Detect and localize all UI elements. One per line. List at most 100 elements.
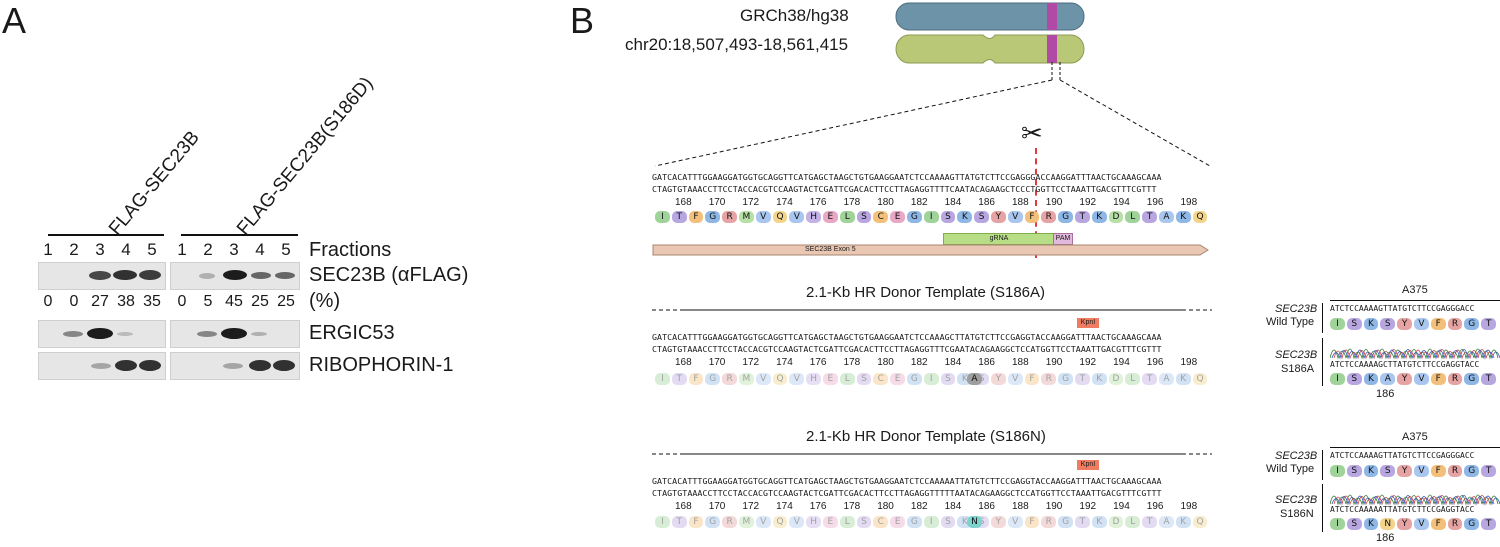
codon-number: 192 xyxy=(1079,197,1097,208)
amino-acid: T xyxy=(1075,211,1090,223)
amino-acid: A xyxy=(1159,516,1174,528)
amino-acid: F xyxy=(1024,373,1040,385)
amino-acid: Q xyxy=(772,373,788,385)
chromatogram-s186a xyxy=(1330,348,1500,360)
amino-acid: F xyxy=(1024,211,1040,223)
donor2-title: 2.1-Kb HR Donor Template (S186N) xyxy=(806,428,1046,445)
panel-b-letter: B xyxy=(570,0,595,41)
amino-acid: L xyxy=(1125,373,1141,385)
lane-number: 5 xyxy=(147,240,157,259)
codon-number: 176 xyxy=(809,197,827,208)
amino-acid: S xyxy=(940,211,956,223)
amino-acid: S xyxy=(940,516,956,528)
divider xyxy=(1322,303,1323,333)
lane-number: 1 xyxy=(43,240,53,259)
codon-number: 186 xyxy=(978,501,995,512)
amino-acid: K xyxy=(1363,373,1379,385)
amino-acid: C xyxy=(873,516,889,528)
wt-read: ATCTCCAAAAGTTATGTCTTCCGAGGGACC xyxy=(1330,451,1475,460)
amino-acid: K xyxy=(1091,211,1107,223)
amino-acid: I xyxy=(655,516,670,528)
mutant-aa-a: A xyxy=(967,373,982,385)
codon-number: 172 xyxy=(742,501,760,512)
percent-value: 35 xyxy=(143,293,161,310)
codon-number: 196 xyxy=(1146,501,1164,512)
amino-acid: G xyxy=(1058,516,1073,528)
locus-label: chr20:18,507,493-18,561,415 xyxy=(625,35,849,54)
amino-acid: H xyxy=(806,516,821,528)
codon-number: 168 xyxy=(675,357,692,368)
lane-number: 5 xyxy=(281,240,291,259)
codon-number: 198 xyxy=(1180,357,1198,368)
wt-bottom-strand: CTAGTGTAAACCTTCCTACCACGTCCAAGTACTCGATTCG… xyxy=(652,184,1157,194)
wt-read: ATCTCCAAAAGTTATGTCTTCCGAGGGACC xyxy=(1330,304,1475,313)
amino-acid: L xyxy=(1125,211,1141,223)
wild-type-label: Wild Type xyxy=(1266,463,1315,475)
chromatogram-s186n xyxy=(1330,494,1500,506)
codon-number: 174 xyxy=(776,357,793,368)
amino-acid: Y xyxy=(1397,518,1412,530)
amino-acid: F xyxy=(1430,318,1446,330)
lane-number: 4 xyxy=(121,240,131,259)
amino-acid: R xyxy=(722,516,737,528)
amino-acid: T xyxy=(671,373,687,385)
amino-acid: G xyxy=(907,516,922,528)
lane-number: 1 xyxy=(177,240,187,259)
divider xyxy=(1322,450,1323,480)
amino-acid: V xyxy=(755,373,771,385)
percent-value: 45 xyxy=(225,293,243,310)
a375-rule-2 xyxy=(1330,447,1500,448)
amino-acid: R xyxy=(1447,318,1463,330)
amino-acid: A xyxy=(1380,373,1396,385)
amino-acid: Y xyxy=(1397,373,1412,385)
gene-label: SEC23B xyxy=(1275,450,1318,462)
fractions-label: Fractions xyxy=(309,239,392,261)
kpn-site-2: KpnI xyxy=(1077,460,1099,470)
ergic53-label: ERGIC53 xyxy=(309,322,395,344)
codon-number: 178 xyxy=(843,357,861,368)
amino-acid: Y xyxy=(991,373,1006,385)
sec23b-label: SEC23B (αFLAG) xyxy=(309,264,469,286)
s186a-read: ATCTCCAAAAGCTTATGTCTTCCGAGGTACC xyxy=(1330,360,1480,369)
donor1-top-strand: GATCACATTTGGAAGGATGGTGCAGGTTCATGAGCTAAGC… xyxy=(652,332,1162,342)
codon-number: 178 xyxy=(843,501,861,512)
amino-acid: T xyxy=(671,211,687,223)
donor1-title: 2.1-Kb HR Donor Template (S186A) xyxy=(806,284,1046,301)
amino-acid: V xyxy=(1007,373,1023,385)
codon-number: 182 xyxy=(910,357,928,368)
amino-acid: Y xyxy=(991,516,1006,528)
amino-acid: D xyxy=(1108,211,1124,223)
s186n-label: S186N xyxy=(1280,508,1314,520)
amino-acid: K xyxy=(1091,516,1107,528)
gene-label: SEC23B xyxy=(1275,494,1318,506)
group-bracket-1 xyxy=(48,234,164,236)
percent-value: 0 xyxy=(69,293,79,310)
amino-acid: V xyxy=(1414,465,1429,477)
amino-acid: G xyxy=(1464,518,1480,530)
kpn-site-1: KpnI xyxy=(1077,318,1099,328)
lane-number: 3 xyxy=(95,240,105,259)
amino-acid: S xyxy=(856,516,872,528)
amino-acid: N xyxy=(1380,518,1396,530)
scissors-icon: ✂ xyxy=(1021,118,1043,148)
amino-acid: D xyxy=(1108,516,1124,528)
amino-acid: E xyxy=(823,516,838,528)
amino-acid: M xyxy=(739,211,754,223)
amino-acid: V xyxy=(789,211,805,223)
panel-a-letter: A xyxy=(2,0,27,41)
donor2-line xyxy=(652,444,1212,455)
amino-acid: G xyxy=(907,211,922,223)
codon-number: 188 xyxy=(1012,357,1029,368)
codon-number: 194 xyxy=(1113,197,1130,208)
amino-acid: Y xyxy=(991,211,1006,223)
percent-value: 0 xyxy=(177,293,187,310)
blot-sec23b-2 xyxy=(170,262,300,290)
amino-acid: S xyxy=(856,373,872,385)
amino-acid: T xyxy=(1142,373,1157,385)
codon-number: 180 xyxy=(877,197,894,208)
codon-number: 182 xyxy=(910,501,928,512)
blot-ribophorin-1 xyxy=(38,352,166,380)
amino-acid: I xyxy=(1330,465,1345,477)
